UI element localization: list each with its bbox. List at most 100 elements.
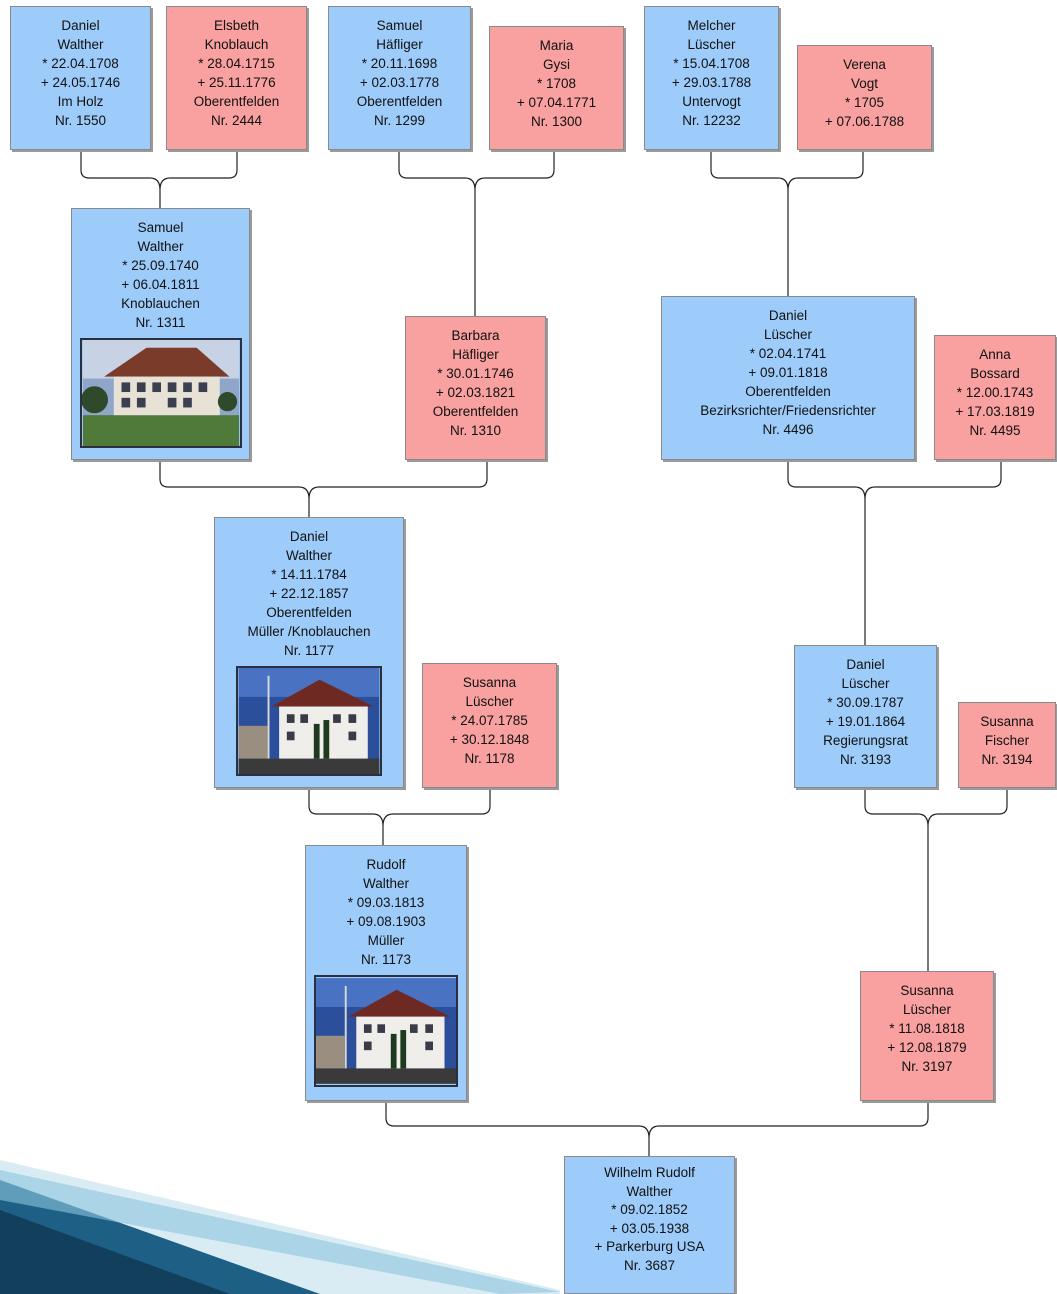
person-line: Im Holz — [57, 94, 104, 109]
person-line: Maria — [539, 38, 574, 53]
person-rudolf-walther-1173[interactable]: Rudolf Walther * 09.03.1813 + 09.08.1903… — [305, 845, 467, 1101]
person-melcher-luescher-12232[interactable]: Melcher Lüscher * 15.04.1708 + 29.03.178… — [644, 6, 779, 150]
person-line: Regierungsrat — [823, 733, 908, 748]
person-line: Nr. 3194 — [981, 752, 1033, 767]
person-line: * 15.04.1708 — [673, 56, 750, 71]
person-line: + 12.08.1879 — [887, 1040, 967, 1055]
connector-1173 — [308, 788, 491, 845]
person-line: + 03.05.1938 — [609, 1220, 690, 1236]
person-line: Elsbeth — [213, 18, 260, 33]
person-daniel-luescher-4496[interactable]: Daniel Lüscher * 02.04.1741 + 09.01.1818… — [661, 296, 915, 460]
connector-1177 — [159, 460, 488, 517]
person-line: * 22.04.1708 — [42, 56, 119, 71]
person-line: + 19.01.1864 — [825, 714, 906, 729]
person-line: + 06.04.1811 — [121, 277, 200, 292]
person-line: Rudolf — [366, 857, 406, 872]
person-wilhelm-rudolf-walther-3687[interactable]: Wilhelm Rudolf Walther * 09.02.1852 + 03… — [564, 1156, 735, 1294]
connector-3197 — [864, 788, 1008, 971]
person-line: Nr. 1550 — [54, 113, 107, 128]
person-line: Walther — [285, 548, 332, 563]
person-daniel-luescher-3193[interactable]: Daniel Lüscher * 30.09.1787 + 19.01.1864… — [794, 645, 937, 788]
person-line: Müller /Knoblauchen — [247, 624, 371, 639]
person-line: Melcher — [687, 18, 736, 33]
person-line: Nr. 3687 — [623, 1257, 676, 1273]
person-line: Nr. 1177 — [283, 643, 335, 658]
person-line: Oberentfelden — [193, 94, 280, 109]
person-verena-vogt[interactable]: Verena Vogt * 1705 + 07.06.1788 — [797, 45, 932, 150]
person-line: * 24.07.1785 — [451, 713, 528, 728]
person-elsbeth-knoblauch-2444[interactable]: Elsbeth Knoblauch * 28.04.1715 + 25.11.1… — [166, 6, 307, 150]
person-anna-bossard-4495[interactable]: Anna Bossard * 12.00.1743 + 17.03.1819 N… — [934, 335, 1056, 460]
person-line: Lüscher — [902, 1002, 952, 1017]
person-line: Nr. 1311 — [135, 315, 186, 330]
person-line: Susanna — [980, 714, 1034, 729]
person-samuel-walther-1311[interactable]: Samuel Walther * 25.09.1740 + 06.04.1811… — [71, 208, 250, 460]
person-line: Samuel — [376, 18, 423, 33]
person-line: Daniel — [846, 657, 885, 672]
person-line: * 09.03.1813 — [347, 895, 425, 910]
person-line: + 07.06.1788 — [824, 114, 905, 129]
person-line: * 30.01.1746 — [437, 366, 514, 381]
person-line: Nr. 1310 — [449, 423, 502, 438]
person-line: * 1708 — [536, 76, 577, 91]
person-line: Nr. 2444 — [210, 113, 263, 128]
person-line: Lüscher — [465, 694, 514, 709]
person-line: * 1705 — [844, 95, 885, 110]
person-susanna-luescher-1178[interactable]: Susanna Lüscher * 24.07.1785 + 30.12.184… — [422, 663, 557, 788]
person-line: Untervogt — [682, 94, 741, 109]
person-line: Nr. 3197 — [901, 1059, 953, 1074]
person-susanna-luescher-3197[interactable]: Susanna Lüscher * 11.08.1818 + 12.08.187… — [860, 971, 994, 1101]
person-line: Oberentfelden — [432, 404, 519, 419]
person-line: Susanna — [900, 983, 954, 998]
person-samuel-haefliger-1299[interactable]: Samuel Häfliger * 20.11.1698 + 02.03.177… — [328, 6, 471, 150]
person-line: Daniel — [768, 308, 808, 323]
person-barbara-haefliger-1310[interactable]: Barbara Häfliger * 30.01.1746 + 02.03.18… — [405, 316, 546, 460]
person-line: + 17.03.1819 — [955, 404, 1035, 419]
person-line: * 14.11.1784 — [271, 567, 347, 582]
person-line: Walther — [137, 239, 184, 254]
person-line: Gysi — [543, 57, 570, 72]
person-line: Lüscher — [763, 327, 813, 342]
person-line: Vogt — [850, 76, 879, 91]
mill-house-photo — [314, 975, 458, 1087]
person-line: Oberentfelden — [745, 384, 831, 399]
person-line: Nr. 1299 — [373, 113, 426, 128]
person-line: Nr. 1178 — [464, 751, 515, 766]
person-line: Müller — [367, 933, 405, 948]
person-line: Häfliger — [452, 347, 499, 362]
person-line: Knoblauch — [204, 37, 269, 52]
person-line: Wilhelm Rudolf — [604, 1165, 695, 1180]
person-line: Susanna — [462, 675, 517, 690]
person-susanna-fischer-3194[interactable]: Susanna Fischer Nr. 3194 — [958, 702, 1056, 788]
person-line: Knoblauchen — [121, 296, 200, 311]
person-line: * 20.11.1698 — [361, 56, 438, 71]
person-line: * 30.09.1787 — [827, 695, 904, 710]
connector-4496 — [710, 150, 864, 296]
connector-3687 — [385, 1101, 929, 1156]
person-daniel-walther-1177[interactable]: Daniel Walther * 14.11.1784 + 22.12.1857… — [214, 517, 404, 788]
farmhouse-photo — [79, 338, 242, 448]
person-line: Nr. 4495 — [969, 423, 1021, 438]
person-line: + 30.12.1848 — [449, 732, 530, 747]
connector-3193 — [787, 460, 1002, 645]
person-daniel-walther-1550[interactable]: Daniel Walther * 22.04.1708 + 24.05.1746… — [10, 6, 151, 150]
person-line: + 29.03.1788 — [671, 75, 752, 90]
person-line: Nr. 3193 — [839, 752, 892, 767]
person-line: Walther — [362, 876, 409, 891]
person-line: Lüscher — [687, 37, 736, 52]
person-line: + 02.03.1778 — [359, 75, 440, 90]
person-line: * 25.09.1740 — [122, 258, 199, 273]
person-line: Bossard — [970, 366, 1020, 381]
person-line: * 11.08.1818 — [889, 1021, 965, 1036]
person-line: Fischer — [984, 733, 1030, 748]
connector-1311 — [80, 150, 238, 208]
person-line: + 09.01.1818 — [748, 365, 828, 380]
person-line: Barbara — [451, 328, 500, 343]
person-line: Samuel — [137, 220, 184, 235]
person-maria-gysi-1300[interactable]: Maria Gysi * 1708 + 07.04.1771 Nr. 1300 — [489, 26, 624, 150]
person-line: Nr. 1300 — [530, 114, 583, 129]
person-line: Häfliger — [376, 37, 423, 52]
person-line: Nr. 4496 — [762, 422, 814, 437]
person-line: + 09.08.1903 — [346, 914, 426, 929]
